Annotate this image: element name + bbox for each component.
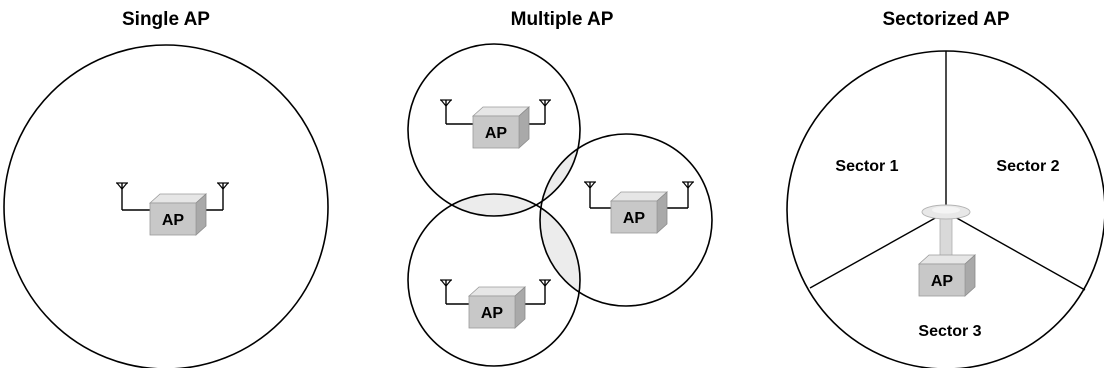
sector-antenna-icon bbox=[921, 204, 971, 257]
ap-label-right: AP bbox=[623, 210, 646, 227]
antenna-icon bbox=[681, 181, 695, 197]
coverage-circle-bottom bbox=[407, 193, 581, 367]
sectorized-ap-label: AP bbox=[931, 273, 954, 290]
sectorized-ap-panel: Sectorized AP AP Sector 1 Sector 2 Secto… bbox=[786, 9, 1104, 368]
sector-2-label: Sector 2 bbox=[996, 158, 1059, 175]
multiple-ap-title: Multiple AP bbox=[511, 9, 614, 30]
coverage-circle-right bbox=[539, 133, 713, 307]
antenna-icon bbox=[216, 182, 230, 198]
sector-divider bbox=[945, 211, 1086, 291]
antenna-icon bbox=[583, 181, 597, 197]
single-ap-title: Single AP bbox=[122, 9, 210, 30]
single-ap-label: AP bbox=[162, 212, 185, 229]
ap-device-top: AP bbox=[439, 99, 552, 149]
sectorized-ap-title: Sectorized AP bbox=[882, 9, 1009, 30]
single-ap-panel: Single AP AP bbox=[3, 9, 329, 368]
antenna-icon bbox=[439, 99, 453, 115]
multiple-ap-panel: Multiple AP AP bbox=[407, 9, 713, 367]
sector-1-label: Sector 1 bbox=[835, 158, 898, 175]
antenna-icon bbox=[439, 279, 453, 295]
single-ap-coverage-circle bbox=[3, 44, 329, 368]
sector-3-label: Sector 3 bbox=[918, 323, 981, 340]
antenna-icon bbox=[538, 279, 552, 295]
ap-device-right: AP bbox=[583, 181, 695, 234]
sectorized-ap-device: AP bbox=[918, 254, 976, 297]
antenna-icon bbox=[115, 182, 129, 198]
antenna-icon bbox=[538, 99, 552, 115]
sector-divider bbox=[809, 211, 947, 289]
single-ap-device: AP bbox=[115, 182, 230, 236]
ap-device-bottom: AP bbox=[439, 279, 552, 329]
ap-label-bottom: AP bbox=[481, 305, 504, 322]
ap-label-top: AP bbox=[485, 125, 508, 142]
coverage-circle-top bbox=[407, 43, 581, 217]
